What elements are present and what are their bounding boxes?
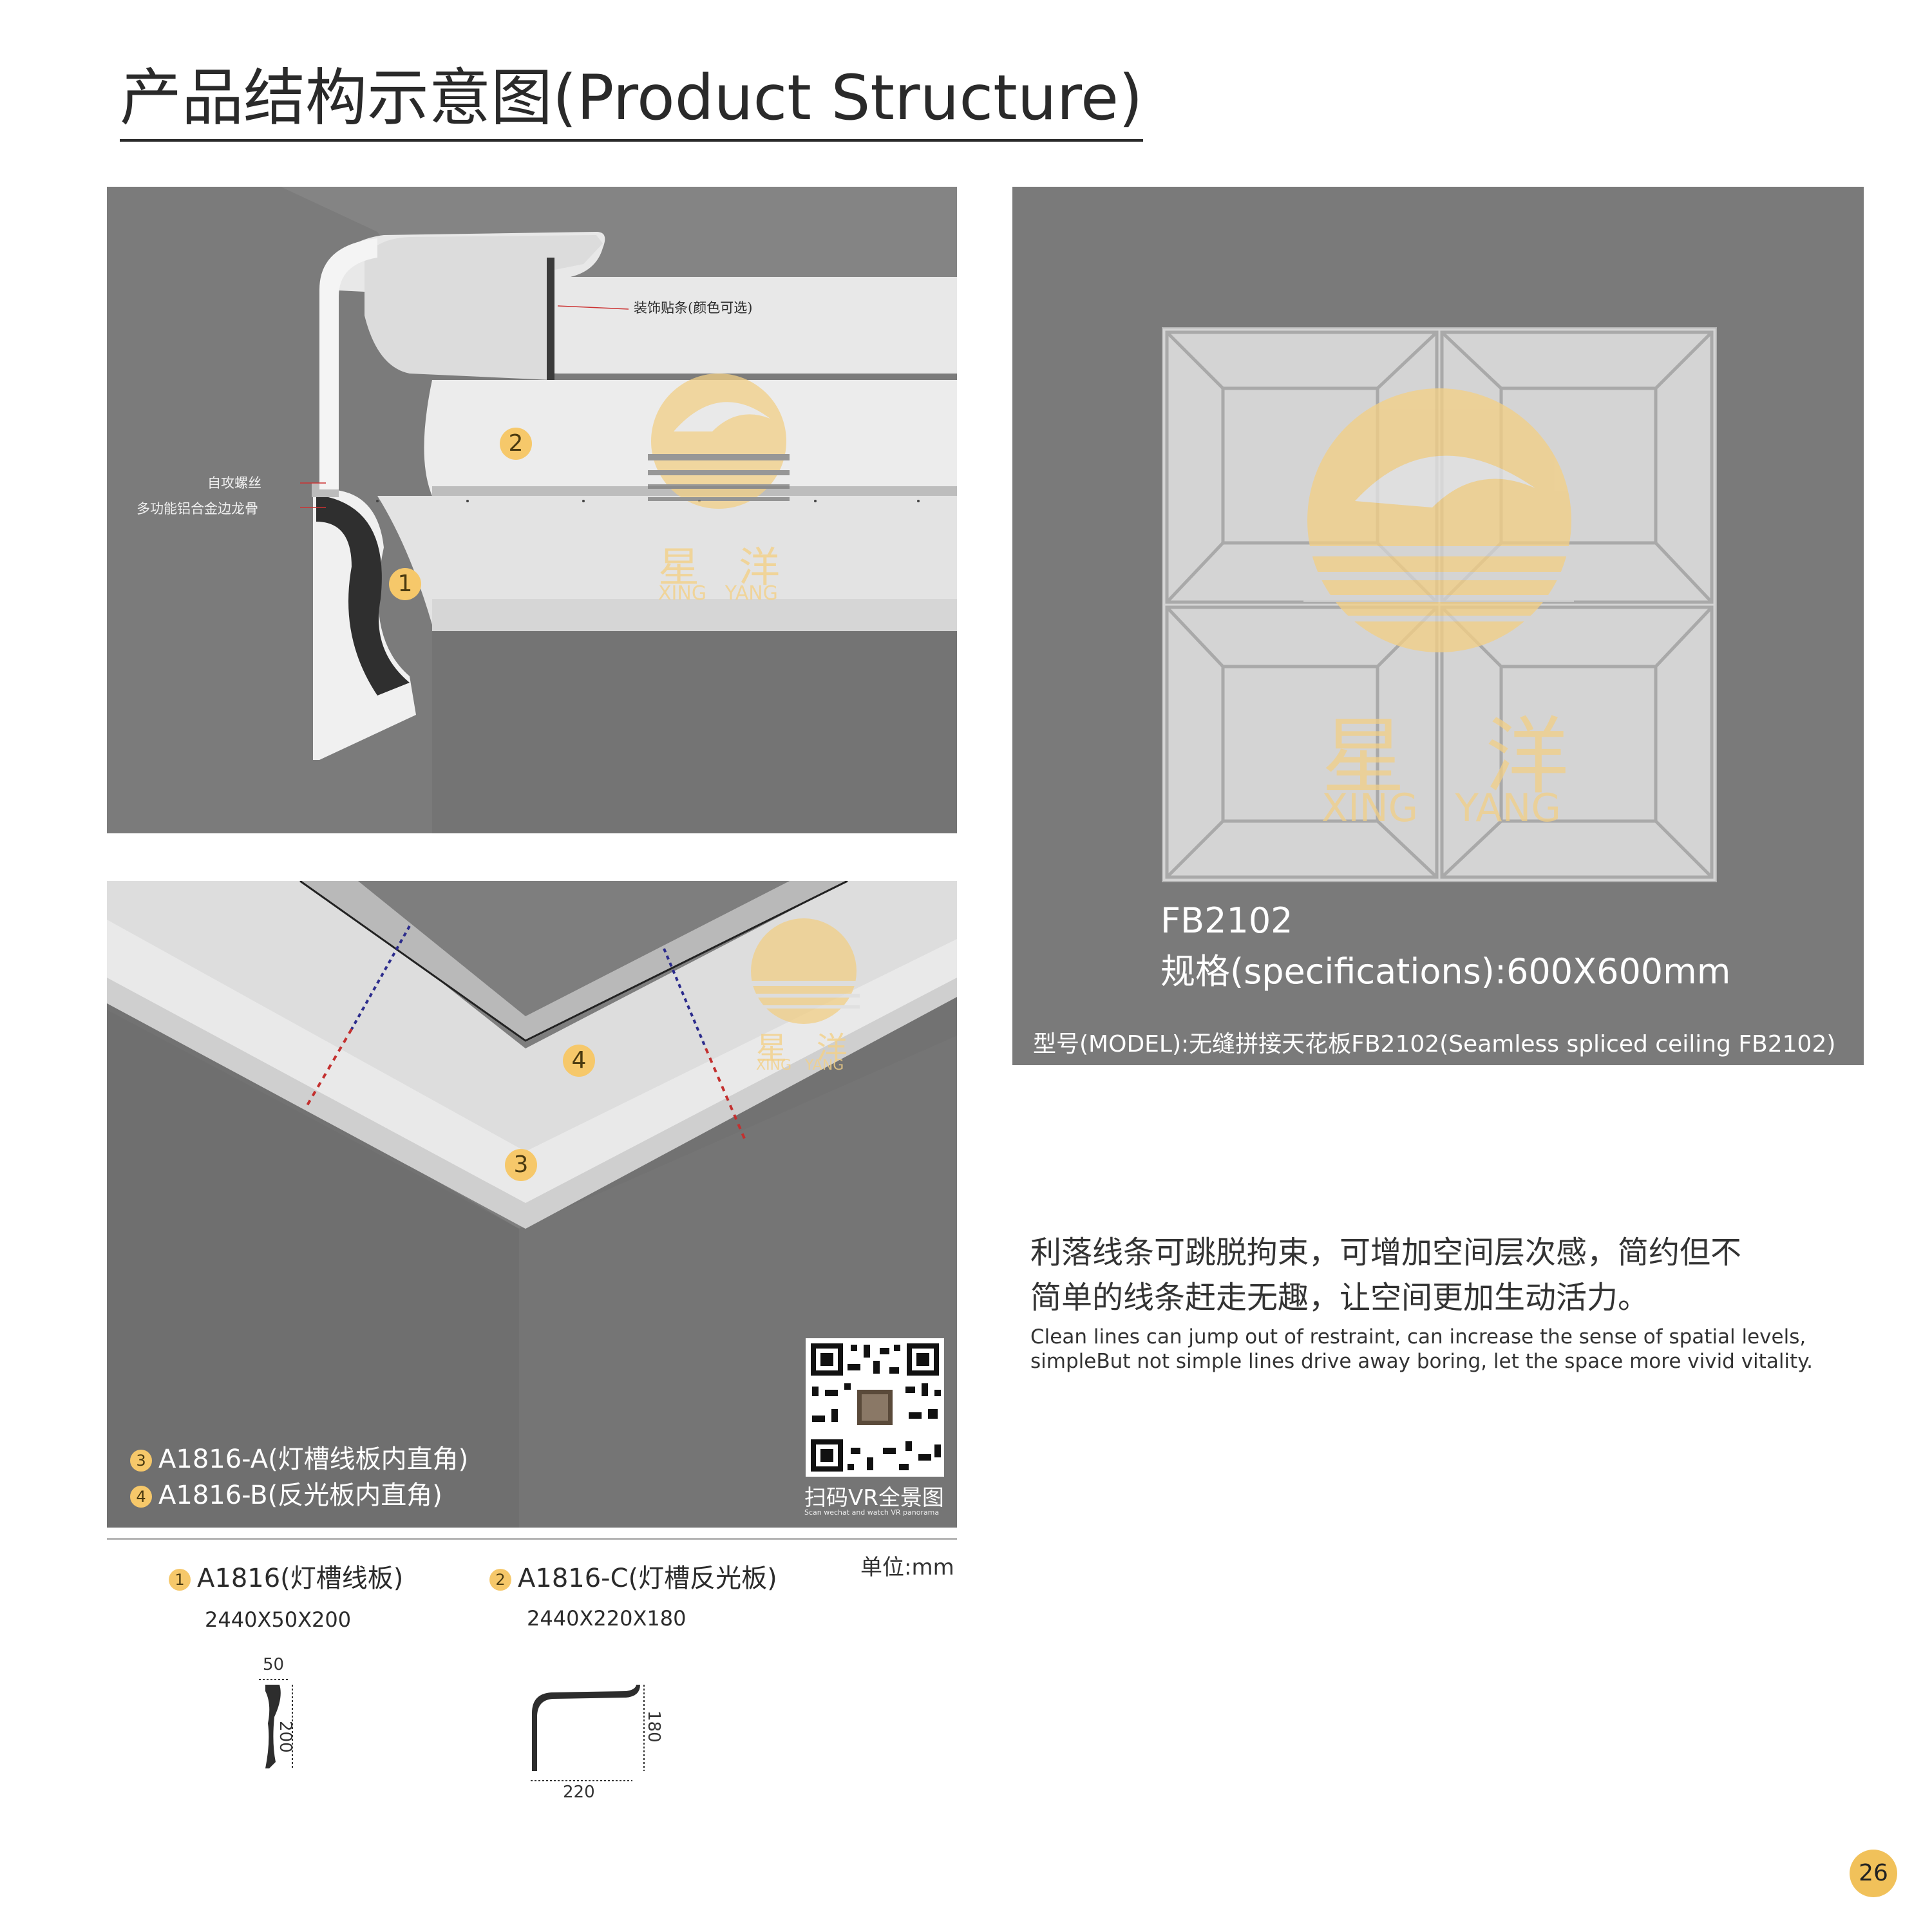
product-1-label: A1816(灯槽线板) [197, 1564, 404, 1593]
xingyang-logo-watermark [648, 374, 790, 509]
ceiling-panel-card: 星 洋 XING YANG FB2102 规格(specifications):… [1012, 187, 1864, 1065]
callout-screw: 自攻螺丝 [207, 475, 261, 491]
page-number: 26 [1850, 1850, 1897, 1897]
profile-2-drawing [531, 1685, 645, 1781]
structure-drawing [281, 187, 957, 833]
watermark-en: XING YANG [756, 1057, 844, 1074]
model-code: FB2102 [1160, 900, 1293, 941]
description-en-line2: simpleBut not simple lines drive away bo… [1030, 1350, 1813, 1373]
product-2-name: 2 A1816-C(灯槽反光板) [489, 1562, 777, 1595]
product-2-dims: 2440X220X180 [527, 1606, 687, 1631]
product-1-name: 1 A1816(灯槽线板) [169, 1562, 403, 1595]
badge-2: 2 [500, 428, 532, 460]
legend-text: A1816-B(反光板内直角) [158, 1481, 442, 1510]
profile-1-height: 200 [276, 1721, 295, 1753]
section-divider [107, 1538, 957, 1540]
ceiling-tile-drawing [1162, 327, 1717, 882]
legend-item: 4 A1816-B(反光板内直角) [130, 1477, 468, 1513]
profile-1-drawing [259, 1679, 293, 1768]
description-cn-line2: 简单的线条赶走无趣，让空间更加生动活力。 [1030, 1280, 1649, 1316]
watermark-cn: 星 洋 [1321, 708, 1569, 806]
badge-4: 4 [563, 1045, 595, 1077]
watermark-cn: 星 洋 [658, 544, 781, 592]
badge-1: 1 [389, 568, 421, 600]
description-cn-line1: 利落线条可跳脱拘束，可增加空间层次感，简约但不 [1030, 1235, 1742, 1271]
product-1-badge: 1 [169, 1569, 191, 1591]
profile-2-width: 220 [563, 1783, 595, 1802]
watermark-en: XING YANG [1321, 786, 1561, 831]
product-2-badge: 2 [489, 1569, 511, 1591]
profile-2-height: 180 [644, 1710, 663, 1743]
badge-3: 3 [505, 1149, 537, 1181]
product-2-label: A1816-C(灯槽反光板) [518, 1564, 777, 1593]
corner-legend: 3 A1816-A(灯槽线板内直角) 4 A1816-B(反光板内直角) [130, 1441, 468, 1513]
qr-caption: 扫码VR全景图 [804, 1485, 944, 1511]
structure-illustration: 装饰贴条(颜色可选) 自攻螺丝 多功能铝合金边龙骨 1 2 星 洋 XING Y… [107, 187, 957, 833]
legend-badge: 3 [130, 1450, 152, 1472]
qr-subcaption: Scan wechat and watch VR panorama [804, 1508, 940, 1517]
legend-item: 3 A1816-A(灯槽线板内直角) [130, 1441, 468, 1477]
xingyang-logo-watermark [1303, 388, 1574, 652]
legend-badge: 4 [130, 1486, 152, 1508]
callout-keel: 多功能铝合金边龙骨 [137, 501, 258, 516]
qr-code-graphic [806, 1338, 944, 1477]
xingyang-logo-watermark [748, 918, 860, 1024]
description-en-line1: Clean lines can jump out of restraint, c… [1030, 1325, 1806, 1349]
unit-label: 单位:mm [860, 1555, 954, 1580]
watermark-en: XING YANG [658, 582, 778, 605]
watermark-cn: 星 洋 [756, 1030, 848, 1066]
spec-text: 规格(specifications):600X600mm [1160, 951, 1731, 992]
model-line: 型号(MODEL):无缝拼接天花板FB2102(Seamless spliced… [1033, 1031, 1836, 1057]
corner-drawing [107, 881, 957, 1528]
page-title: 产品结构示意图(Product Structure) [120, 59, 1143, 142]
callout-decor-strip: 装饰贴条(颜色可选) [634, 300, 753, 316]
legend-text: A1816-A(灯槽线板内直角) [158, 1444, 469, 1474]
product-1-dims: 2440X50X200 [205, 1607, 352, 1632]
profile-1-width: 50 [263, 1655, 285, 1674]
